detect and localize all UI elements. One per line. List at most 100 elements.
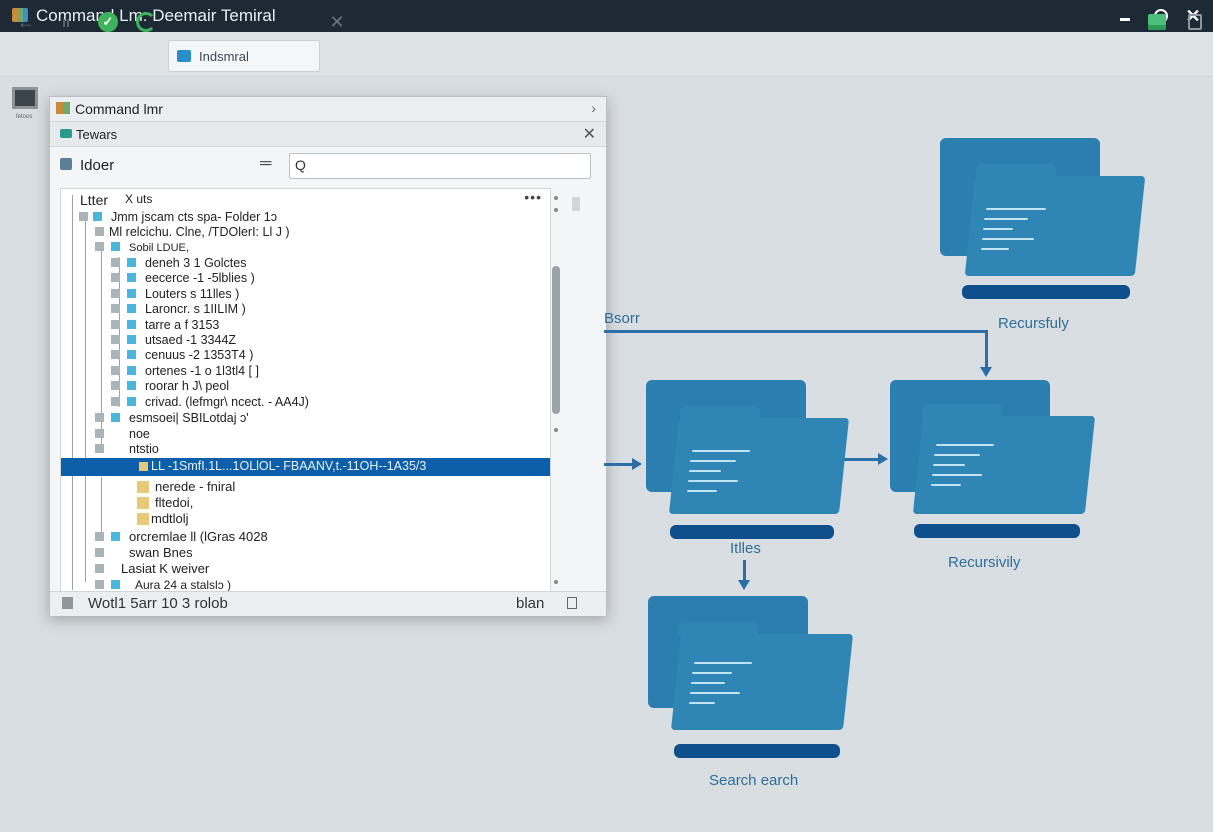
back-arrow-icon: ← — [17, 11, 35, 32]
search-input[interactable]: Q — [289, 153, 591, 179]
folder-icon — [127, 366, 136, 375]
explorer-tab-label: Tewars — [76, 127, 118, 142]
tree-node-icon — [111, 335, 120, 344]
tree-row-label: tarre a f 3153 — [145, 318, 220, 332]
connector-line — [985, 330, 988, 368]
window-titlebar: Command Lm: Deemair Temiral ✕ — [0, 0, 1213, 32]
tree-row-label: ntstio — [129, 442, 159, 456]
tree-row-label: Sobil LDUE, — [129, 242, 189, 254]
tree-row-label: swan Bnes — [129, 545, 193, 560]
tab-label: Indsmral — [199, 49, 249, 64]
explorer-menu-button[interactable]: › — [591, 100, 596, 116]
tree-node-icon — [95, 532, 104, 541]
app-icon — [56, 102, 70, 114]
app-icon — [12, 8, 28, 22]
tree-row-label: deneh 3 1 Golctes — [145, 256, 247, 270]
tree-row[interactable]: Louters s 11lles ) — [111, 286, 239, 302]
connector-line — [743, 560, 746, 582]
more-options-icon[interactable]: ••• — [524, 189, 542, 205]
tree-row[interactable]: Jmm jscam cts spa- Folder 1ɔ — [79, 209, 277, 225]
file-explorer-window: Command lmr › Tewars ✕ Idoer ═ Q Ltter X… — [49, 96, 607, 616]
tab-terminal[interactable]: Indsmral — [168, 40, 320, 72]
tree-header: Ltter X uts ••• — [61, 189, 550, 209]
hamburger-menu-icon[interactable]: ═ — [260, 155, 272, 172]
pause-button[interactable]: ıı — [54, 10, 78, 34]
tree-row[interactable]: tarre a f 3153 — [111, 317, 219, 333]
document-icon[interactable] — [567, 597, 577, 609]
arrow-right-icon — [632, 458, 642, 470]
refresh-button[interactable] — [134, 10, 158, 34]
tree-node-icon — [95, 242, 104, 251]
folder-icon — [127, 350, 136, 359]
tree-row[interactable]: Aura 24 a stalslɔ ) — [95, 577, 231, 592]
file-icon — [139, 462, 148, 471]
tree-row[interactable]: esmsoei| SBILotdaj ɔ' — [95, 410, 249, 426]
close-tab-icon[interactable]: ✕ — [582, 126, 596, 143]
tree-row[interactable]: nerede - fniral — [137, 479, 235, 495]
computer-icon[interactable] — [12, 87, 38, 109]
settings-button[interactable] — [1184, 10, 1206, 34]
arrow-right-icon — [878, 453, 888, 465]
scrollbar-thumb[interactable] — [552, 266, 560, 414]
minimize-button[interactable] — [1114, 5, 1136, 27]
scroll-dot — [554, 580, 558, 584]
tree-row[interactable]: Ml relcichu. Clne, /TDOlerI: Ll J ) — [95, 224, 290, 240]
check-icon: ✓ — [98, 12, 118, 32]
tree-row[interactable]: Laroncr. s 1IILIM ) — [111, 301, 246, 317]
tree-node-icon — [95, 580, 104, 589]
confirm-button[interactable]: ✓ — [96, 10, 120, 34]
back-button[interactable]: ← — [14, 10, 38, 34]
tree-row[interactable]: utsaed -1 3344Z — [111, 332, 236, 348]
tree-row[interactable]: cenuus -2 1353T4 ) — [111, 347, 253, 363]
panel-button[interactable] — [1146, 10, 1168, 34]
tree-row[interactable]: Lasiat K weiver — [95, 561, 209, 577]
tree-row[interactable]: orcremlae ll (lGras 4028 — [95, 529, 268, 545]
tree-row[interactable]: roorar h J\ peol — [111, 378, 229, 394]
tree-row-label: roorar h J\ peol — [145, 379, 230, 393]
tree-row[interactable]: crivad. (lefmgr\ ncect. - AA4J) — [111, 394, 309, 410]
tree-node-icon — [95, 548, 104, 557]
tree-row[interactable]: fltedoi, — [137, 495, 193, 511]
arrow-down-icon — [738, 580, 750, 590]
diagram-label: Recursivily — [948, 554, 1021, 571]
diagram-label: Bsorr — [604, 310, 640, 327]
diagram-label: Itlles — [730, 540, 761, 557]
close-tab-button[interactable]: ✕ — [326, 10, 348, 34]
folder-icon — [127, 289, 136, 298]
tree-row[interactable]: noe — [95, 426, 150, 442]
tree-node-icon — [111, 320, 120, 329]
tree-row-label: esmsoei| SBILotdaj ɔ' — [129, 411, 249, 425]
tree-row-label: Lasiat K weiver — [121, 561, 210, 576]
folder-icon — [127, 273, 136, 282]
tree-row-label: Ml relcichu. Clne, /TDOlerI: Ll J ) — [109, 225, 290, 239]
folder-icon — [111, 532, 120, 541]
tree-row[interactable]: mdtlolj — [137, 511, 189, 527]
tree-row[interactable]: ortenes -1 o 1l3tl4 [ ] — [111, 363, 259, 379]
tree-guide-line — [101, 249, 102, 449]
tree-node-icon — [111, 381, 120, 390]
tree-row[interactable]: swan Bnes — [95, 545, 193, 561]
tree-node-icon — [111, 350, 120, 359]
tree-row[interactable]: ntstio — [95, 441, 159, 457]
secondary-scroll-handle[interactable] — [572, 197, 580, 211]
explorer-tab[interactable]: Tewars ✕ — [50, 122, 606, 147]
tree-scrollbar[interactable] — [550, 188, 562, 591]
tree-node-icon — [95, 564, 104, 573]
folder-icon — [93, 212, 102, 221]
selected-tree-row[interactable]: LL -1SmfI.1L...1OLlOL- FBAANV,t.-11OH--1… — [61, 458, 550, 476]
folder-icon — [111, 413, 120, 422]
tree-row[interactable]: Sobil LDUE, — [95, 239, 189, 255]
tree-row-label: nerede - fniral — [155, 479, 236, 494]
connector-line — [604, 330, 988, 333]
tree-row[interactable]: deneh 3 1 Golctes — [111, 255, 246, 271]
calculator-icon — [1188, 14, 1202, 30]
desktop-icon-label: fetoos — [16, 114, 33, 120]
tree-node-icon — [111, 366, 120, 375]
tree-row-label: orcremlae ll (lGras 4028 — [129, 529, 268, 544]
diagram-label: Recursfuly — [998, 315, 1069, 332]
tree-row[interactable]: eecerce -1 -5lblies ) — [111, 270, 255, 286]
search-icon: Q — [295, 157, 306, 173]
tree-row-label: utsaed -1 3344Z — [145, 333, 237, 347]
tree-row-label: ortenes -1 o 1l3tl4 [ ] — [145, 364, 259, 378]
folder-tab-icon — [60, 129, 72, 138]
